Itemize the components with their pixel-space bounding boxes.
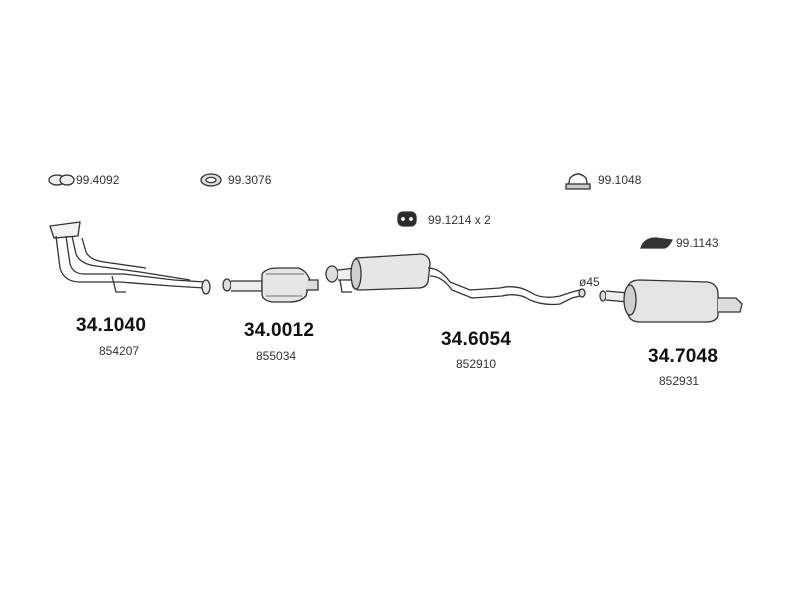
rear-silencer-drawing xyxy=(599,279,743,323)
clamp-ring-icon xyxy=(48,174,75,186)
accessory-label-99-1048: 99.1048 xyxy=(598,173,642,187)
accessory-label-99-1214: 99.1214 x 2 xyxy=(428,213,491,227)
part-number-catalytic-converter: 34.0012 xyxy=(244,320,315,341)
accessory-label-99-1143: 99.1143 xyxy=(676,236,719,250)
u-bolt-clamp-icon xyxy=(565,173,591,190)
accessory-label-99-3076: 99.3076 xyxy=(228,173,272,187)
pipe-diameter-label: ø45 xyxy=(579,275,600,289)
oem-number-catalytic-converter: 855034 xyxy=(256,349,297,363)
part-number-middle-silencer: 34.6054 xyxy=(441,329,512,350)
hanger-strip-icon xyxy=(640,237,673,249)
catalytic-converter-drawing xyxy=(222,267,319,303)
gasket-ring-icon xyxy=(200,173,222,187)
front-pipe-drawing xyxy=(49,221,211,295)
part-number-front-pipe: 34.1040 xyxy=(76,315,147,336)
oem-number-rear-silencer: 852931 xyxy=(659,374,700,388)
oem-number-middle-silencer: 852910 xyxy=(456,357,497,371)
middle-silencer-drawing xyxy=(325,253,586,306)
part-number-rear-silencer: 34.7048 xyxy=(648,346,719,367)
rubber-mount-icon xyxy=(397,211,417,227)
accessory-label-99-4092: 99.4092 xyxy=(76,173,120,187)
oem-number-front-pipe: 854207 xyxy=(99,344,140,358)
